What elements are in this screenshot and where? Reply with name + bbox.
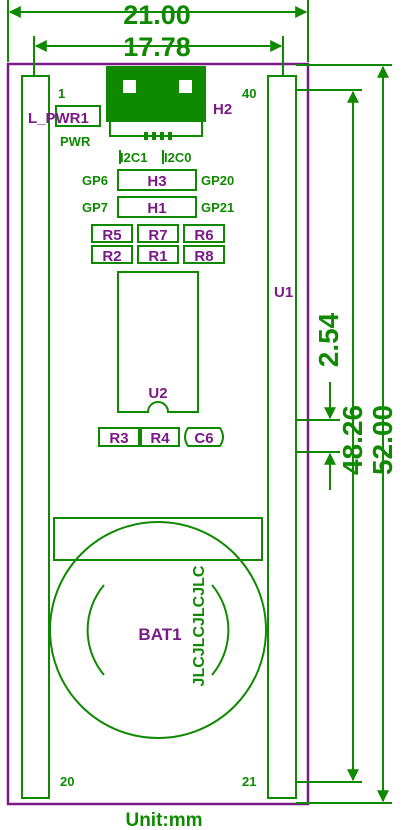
battery-inner-arc-right (211, 584, 230, 676)
power-led-silk: PWR (60, 134, 91, 149)
battery-holder-outline (53, 517, 263, 561)
h3-label: H3 (147, 173, 166, 190)
ic-u2-outline (117, 271, 199, 413)
r1-label: R1 (148, 248, 167, 265)
h3-header (117, 169, 197, 191)
pin-number-21: 21 (242, 774, 256, 789)
power-led-label: L_PWR1 (28, 110, 89, 127)
board-outline (6, 62, 310, 806)
c6-label: C6 (194, 430, 213, 447)
i2c1-label: I2C1 (120, 150, 147, 165)
resistor-r3 (98, 427, 140, 447)
pin-number-20: 20 (60, 774, 74, 789)
resistor-r6 (183, 224, 225, 243)
r3-label: R3 (109, 430, 128, 447)
silkscreen-text: JLCJLCJLCJLC (191, 565, 208, 686)
battery-circle (49, 521, 267, 739)
battery-label: BAT1 (138, 625, 181, 644)
h1-label: H1 (147, 200, 166, 217)
h1-header (117, 196, 197, 218)
i2c0-label: I2C0 (164, 150, 191, 165)
resistor-r1 (137, 245, 179, 264)
capacitor-c6 (184, 427, 224, 447)
r2-label: R2 (102, 248, 121, 265)
resistor-r7 (137, 224, 179, 243)
r4-label: R4 (150, 430, 170, 447)
u1-label: U1 (274, 284, 293, 301)
resistor-r4 (140, 427, 180, 447)
dimension-length-total: 52.00 (367, 405, 398, 475)
r5-label: R5 (102, 227, 121, 244)
r8-label: R8 (194, 248, 213, 265)
r6-label: R6 (194, 227, 213, 244)
h3-left-pin: GP6 (82, 173, 108, 188)
dimension-width-total: 21.00 (123, 0, 191, 30)
resistor-r2 (91, 245, 133, 264)
unit-label: Unit:mm (125, 810, 202, 830)
pin-number-40: 40 (242, 86, 256, 101)
resistor-r5 (91, 224, 133, 243)
h3-right-pin: GP20 (201, 173, 234, 188)
power-led-outline (55, 105, 101, 127)
u2-label: U2 (148, 385, 167, 402)
h1-right-pin: GP21 (201, 200, 234, 215)
r7-label: R7 (148, 227, 167, 244)
left-pin-header (21, 75, 50, 799)
dimension-pitch: 2.54 (313, 312, 344, 367)
battery-inner-arc-left (86, 584, 105, 676)
connector-label: H2 (213, 101, 232, 118)
dimension-width-pins: 17.78 (123, 32, 191, 62)
h1-left-pin: GP7 (82, 200, 108, 215)
usb-connector (106, 66, 206, 122)
resistor-r8 (183, 245, 225, 264)
dimension-length-pins: 48.26 (337, 405, 368, 475)
right-pin-header (267, 75, 297, 799)
pin-number-1: 1 (58, 86, 65, 101)
